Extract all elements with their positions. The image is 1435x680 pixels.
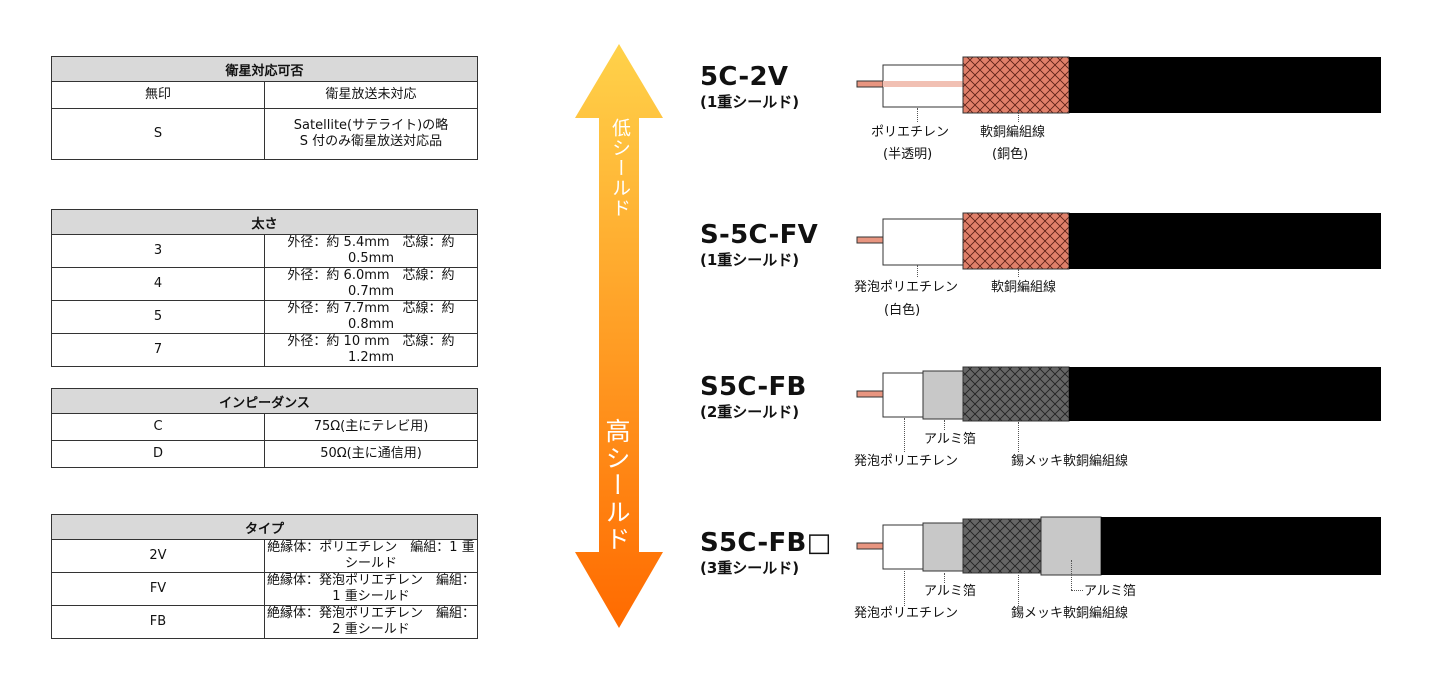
table-value: 75Ω(主にテレビ用) bbox=[264, 413, 478, 441]
cable-diagram-s5cfb bbox=[856, 366, 1381, 422]
insulator-label: 発泡ポリエチレン bbox=[854, 280, 959, 295]
type-table-header: タイプ bbox=[51, 514, 478, 540]
cable-shield-type: (1重シールド) bbox=[700, 93, 800, 111]
braid-note: (銅色) bbox=[992, 147, 1029, 162]
leader-line bbox=[1018, 422, 1019, 452]
table-key: FV bbox=[51, 572, 265, 606]
cable-diagram-s5cfb-triple bbox=[856, 516, 1381, 576]
leader-line bbox=[1018, 269, 1019, 277]
size-table-header: 太さ bbox=[51, 209, 478, 235]
table-value: 絶縁体：ポリエチレン 編組：1 重シールド bbox=[264, 539, 478, 573]
impedance-table-header: インピーダンス bbox=[51, 388, 478, 414]
low-shield-label: 低シールド bbox=[609, 118, 631, 218]
table-value: 外径：約 5.4mm 芯線：約 0.5mm bbox=[264, 234, 478, 268]
insulator-note: (半透明) bbox=[883, 147, 933, 162]
cable-diagram-s5cfv bbox=[856, 212, 1381, 270]
leader-line bbox=[1071, 590, 1083, 591]
table-key: S bbox=[51, 108, 265, 160]
table-key: D bbox=[51, 440, 265, 468]
cable-name: 5C-2V bbox=[700, 62, 789, 92]
table-value: Satellite(サテライト)の略 S 付のみ衛星放送対応品 bbox=[264, 108, 478, 160]
table-key: 5 bbox=[51, 300, 265, 334]
table-value: 外径：約 6.0mm 芯線：約 0.7mm bbox=[264, 267, 478, 301]
leader-line bbox=[904, 571, 905, 606]
table-row: S Satellite(サテライト)の略 S 付のみ衛星放送対応品 bbox=[51, 108, 478, 160]
table-key: 7 bbox=[51, 333, 265, 367]
table-value: 絶縁体：発泡ポリエチレン 編組：2 重シールド bbox=[264, 605, 478, 639]
table-value: 絶縁体：発泡ポリエチレン 編組：1 重シールド bbox=[264, 572, 478, 606]
leader-line bbox=[1071, 560, 1072, 590]
cable-name: S5C-FB bbox=[700, 372, 807, 402]
leader-line bbox=[1018, 575, 1019, 606]
leader-line bbox=[917, 108, 918, 122]
leader-line bbox=[944, 573, 945, 583]
leader-line bbox=[1018, 110, 1019, 122]
table-value: 50Ω(主に通信用) bbox=[264, 440, 478, 468]
cable-shield-type: (2重シールド) bbox=[700, 403, 800, 421]
table-key: 4 bbox=[51, 267, 265, 301]
shielding-arrow bbox=[575, 44, 663, 628]
table-row: 無印 衛星放送未対応 bbox=[51, 81, 478, 109]
insulator-note: (白色) bbox=[884, 303, 921, 318]
foil-label: アルミ箔 bbox=[924, 584, 976, 599]
table-value: 外径：約 10 mm 芯線：約 1.2mm bbox=[264, 333, 478, 367]
cable-title-5c2v: 5C-2V (1重シールド) bbox=[700, 62, 799, 112]
insulator-label: ポリエチレン bbox=[871, 125, 950, 140]
high-shield-label: 高シールド bbox=[602, 418, 631, 553]
satellite-table: 衛星対応可否 無印 衛星放送未対応 S Satellite(サテライト)の略 S… bbox=[51, 56, 478, 160]
table-key: 3 bbox=[51, 234, 265, 268]
leader-line bbox=[904, 418, 905, 452]
braid-label: 軟銅編組線 bbox=[991, 280, 1057, 295]
table-value: 衛星放送未対応 bbox=[264, 81, 478, 109]
braid-label: 錫メッキ軟銅編組線 bbox=[1011, 454, 1129, 469]
table-key: FB bbox=[51, 605, 265, 639]
insulator-label: 発泡ポリエチレン bbox=[854, 606, 959, 621]
cable-name: S-5C-FV bbox=[700, 220, 819, 250]
table-key: 無印 bbox=[51, 81, 265, 109]
braid-label: 軟銅編組線 bbox=[980, 125, 1046, 140]
outer-foil-label: アルミ箔 bbox=[1084, 584, 1136, 599]
cable-name: S5C-FB□ bbox=[700, 528, 832, 558]
table-value-line: S 付のみ衛星放送対応品 bbox=[299, 134, 443, 149]
foil-label: アルミ箔 bbox=[924, 432, 976, 447]
satellite-table-header: 衛星対応可否 bbox=[51, 56, 478, 82]
leader-line bbox=[917, 265, 918, 277]
cable-shield-type: (1重シールド) bbox=[700, 251, 800, 269]
table-value: 外径：約 7.7mm 芯線：約 0.8mm bbox=[264, 300, 478, 334]
cable-shield-type: (3重シールド) bbox=[700, 559, 800, 577]
leader-line bbox=[944, 420, 945, 430]
braid-label: 錫メッキ軟銅編組線 bbox=[1011, 606, 1129, 621]
table-value-line: Satellite(サテライト)の略 bbox=[293, 118, 449, 133]
cable-title-s5cfv: S-5C-FV (1重シールド) bbox=[700, 220, 818, 270]
table-key: 2V bbox=[51, 539, 265, 573]
cable-diagram-5c2v bbox=[856, 56, 1381, 114]
table-key: C bbox=[51, 413, 265, 441]
insulator-label: 発泡ポリエチレン bbox=[854, 454, 959, 469]
cable-title-s5cfb-triple: S5C-FB□ (3重シールド) bbox=[700, 528, 832, 578]
cable-title-s5cfb: S5C-FB (2重シールド) bbox=[700, 372, 807, 422]
